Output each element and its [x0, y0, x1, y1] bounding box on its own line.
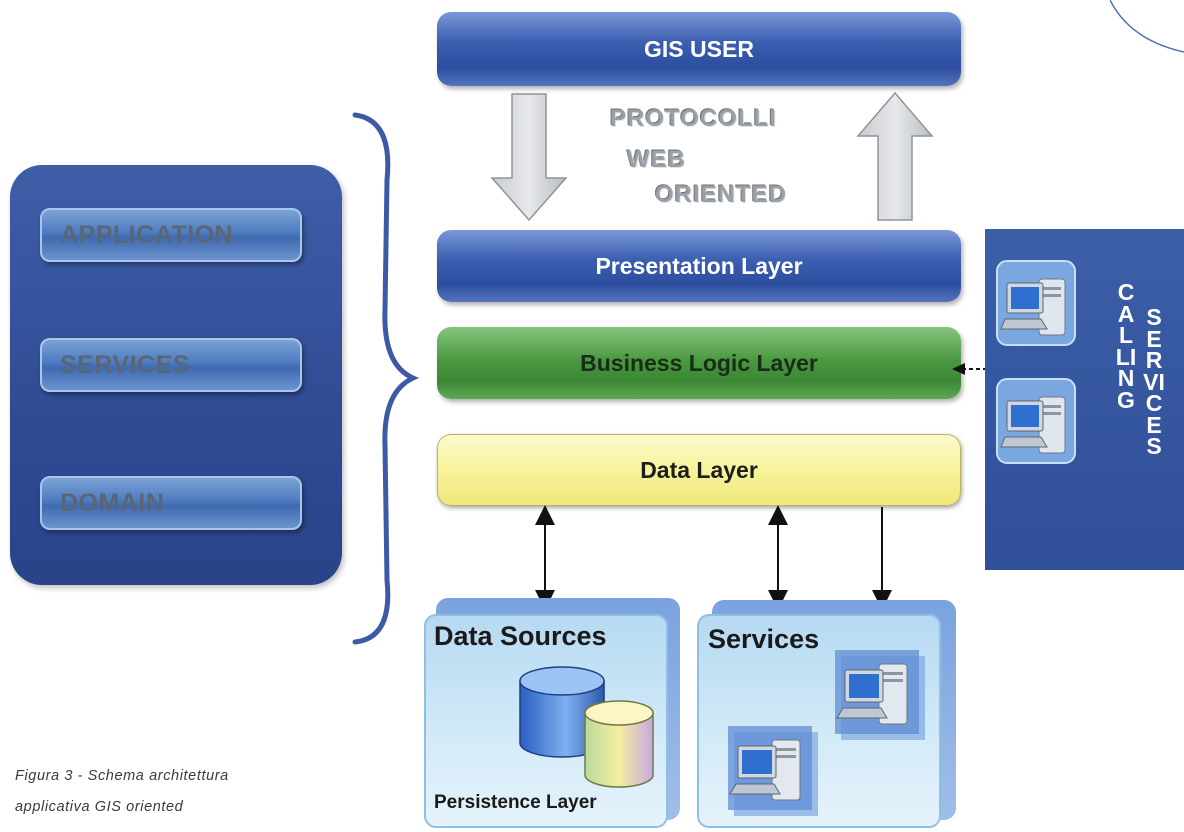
tier-application-label: APPLICATION	[60, 220, 234, 249]
data-layer: Data Layer	[437, 434, 961, 506]
services-vertical-label: SERVICES	[1143, 304, 1165, 459]
data-connection-arrows	[535, 505, 892, 610]
database-cylinder-icon	[519, 666, 654, 788]
protocol-line-1: PROTOCOLLI	[610, 105, 777, 132]
server-computer-icon	[728, 726, 818, 816]
server-computer-icon	[996, 260, 1076, 346]
presentation-layer: Presentation Layer	[437, 230, 961, 302]
gis-user-layer: GIS USER	[437, 12, 961, 86]
gis-user-label: GIS USER	[644, 35, 754, 62]
tier-services-label: SERVICES	[60, 350, 190, 379]
tier-services: SERVICES	[40, 338, 302, 392]
curly-brace	[352, 112, 420, 645]
protocol-line-3: ORIENTED	[655, 181, 788, 208]
data-sources-title: Data Sources	[434, 621, 607, 651]
corner-arc-decoration	[1110, 0, 1184, 53]
business-logic-layer: Business Logic Layer	[437, 327, 961, 399]
protocol-line-2: WEB	[627, 146, 686, 173]
presentation-layer-label: Presentation Layer	[595, 252, 803, 279]
response-up-arrow	[856, 91, 934, 221]
server-computer-icon	[996, 378, 1076, 464]
data-layer-label: Data Layer	[640, 456, 758, 483]
tier-application: APPLICATION	[40, 208, 302, 262]
figure-caption-line-2: applicativa GIS oriented	[15, 799, 184, 815]
services-title: Services	[708, 624, 820, 654]
persistence-layer-label: Persistence Layer	[434, 792, 597, 813]
business-logic-layer-label: Business Logic Layer	[580, 349, 818, 376]
server-computer-icon	[835, 650, 925, 740]
tier-domain-label: DOMAIN	[60, 488, 165, 517]
calling-services-dashed-arrow	[952, 363, 994, 375]
request-down-arrow	[490, 93, 568, 222]
calling-vertical-label: CALLING	[1115, 279, 1137, 413]
tier-domain: DOMAIN	[40, 476, 302, 530]
figure-caption-line-1: Figura 3 - Schema architettura	[15, 768, 229, 784]
